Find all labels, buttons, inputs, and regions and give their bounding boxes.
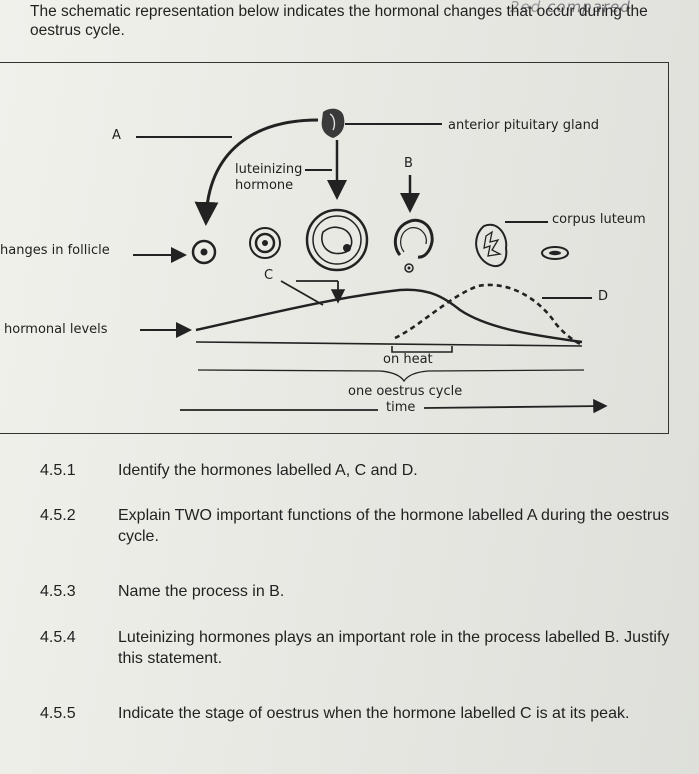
on-heat-bracket — [391, 346, 453, 353]
hormone-d-curve — [394, 283, 583, 347]
label-b: B — [404, 156, 413, 171]
label-a: A — [112, 128, 121, 143]
graafian-follicle — [305, 208, 369, 272]
label-c-pointer-a — [280, 280, 324, 306]
follicle-stage-2 — [249, 227, 281, 259]
diagram-frame — [0, 62, 669, 434]
hormonal-levels-label: hormonal levels — [4, 322, 108, 337]
time-label: time — [386, 400, 416, 415]
label-d: D — [598, 289, 609, 304]
lh-label-line1: luteinizing — [235, 162, 303, 177]
time-axis-right — [423, 398, 608, 414]
intro-text: The schematic representation below indic… — [30, 3, 648, 39]
corpus-albicans — [541, 246, 569, 260]
changes-in-follicle-label: hanges in follicle — [0, 243, 110, 258]
oestrus-cycle-brace — [197, 369, 585, 383]
label-c: C — [264, 268, 274, 283]
fsh-arrow — [194, 118, 319, 226]
corpus-luteum — [475, 223, 508, 267]
hormone-c-curve — [195, 288, 583, 344]
corpus-luteum-label: corpus luteum — [552, 212, 646, 227]
on-heat-label: on heat — [383, 352, 433, 367]
hormone-base-line — [195, 341, 583, 347]
lh-label-line2: hormone — [235, 178, 294, 193]
handwritten-note: 2ed compared — [510, 0, 631, 16]
anterior-pituitary-label: anterior pituitary gland — [448, 118, 600, 133]
ruptured-follicle — [393, 218, 434, 273]
follicle-stage-1 — [191, 239, 217, 265]
oestrus-cycle-label: one oestrus cycle — [348, 384, 463, 399]
pituitary-gland-icon — [321, 108, 345, 138]
